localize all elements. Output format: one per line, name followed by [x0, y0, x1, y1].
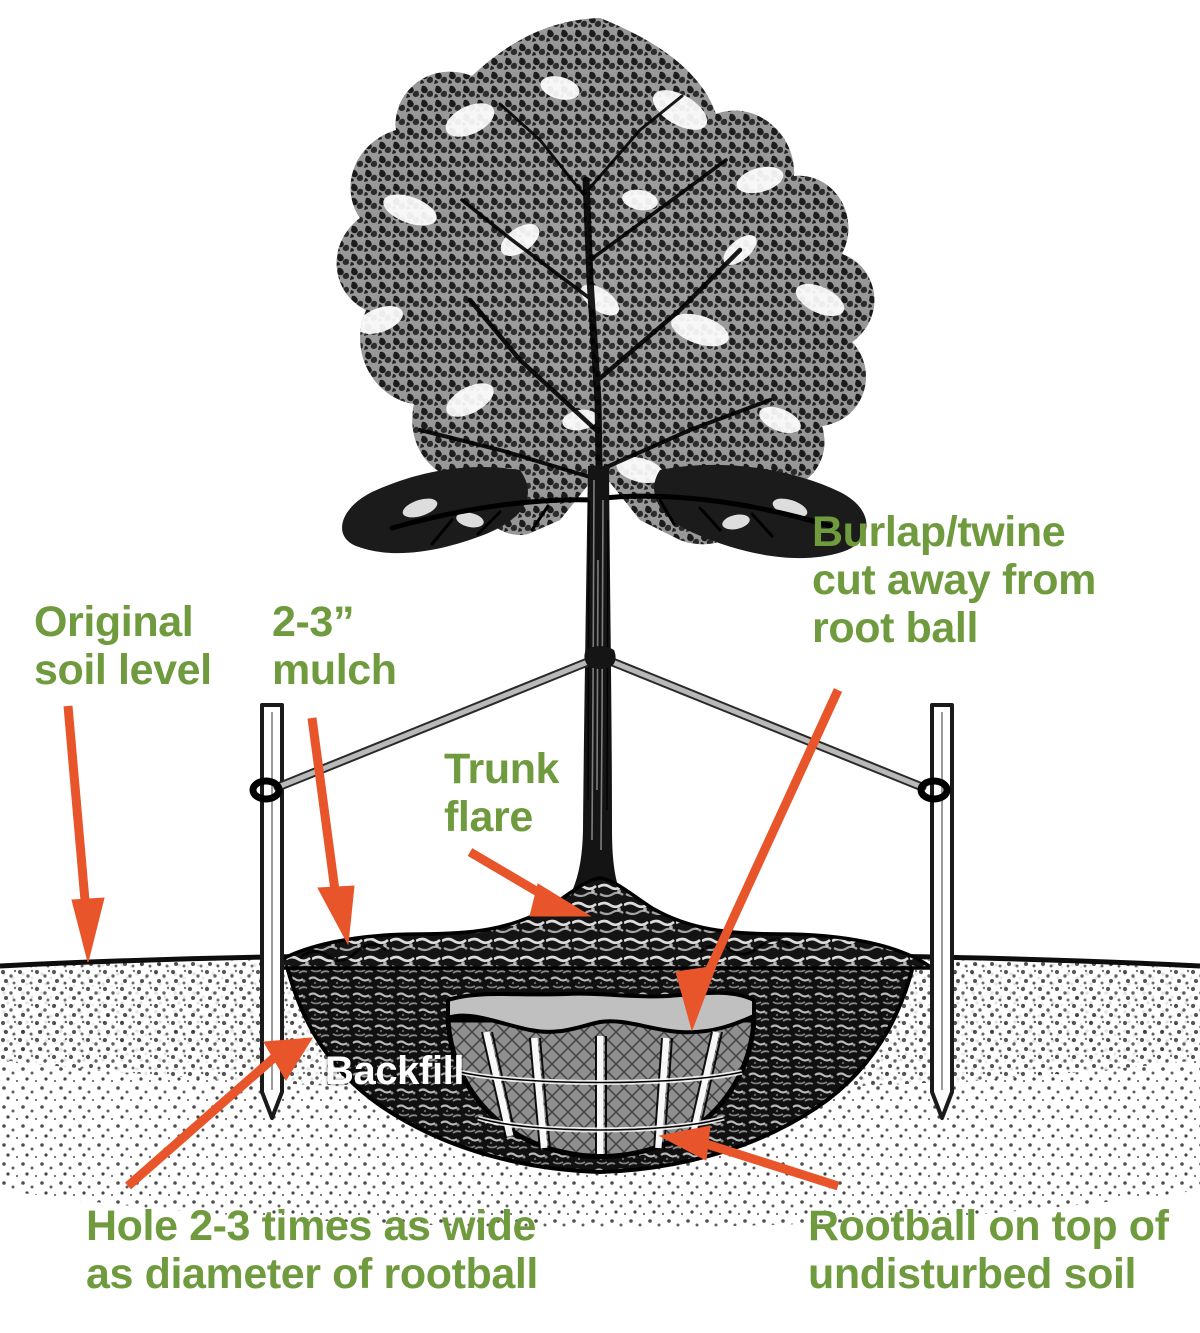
guy-wire-right [595, 652, 951, 803]
label-hole-width: Hole 2-3 times as wide as diameter of ro… [86, 1202, 538, 1299]
guy-wire-left [249, 652, 605, 803]
arrow-mulch [307, 717, 355, 946]
arrow-rootball-undisturbed [658, 1125, 840, 1191]
label-rootball-undisturbed: Rootball on top of undisturbed soil [808, 1202, 1169, 1299]
arrow-original-soil-level [63, 705, 105, 963]
label-original-soil-level: Original soil level [34, 598, 212, 695]
mulch-layer [262, 876, 938, 970]
root-ball [445, 990, 757, 1159]
callout-arrows [63, 688, 843, 1191]
stake-left [260, 703, 284, 1120]
label-trunk-flare: Trunk flare [444, 745, 560, 842]
label-mulch: 2-3” mulch [272, 598, 397, 695]
stake-right [930, 703, 954, 1120]
arrow-burlap-twine [675, 688, 843, 1032]
label-backfill: Backfill [325, 1049, 465, 1093]
trunk-collar [584, 646, 616, 669]
arrow-hole-width [125, 1037, 313, 1190]
arrow-trunk-flare [467, 848, 592, 917]
tree-trunk [486, 466, 700, 962]
label-burlap-twine: Burlap/twine cut away from root ball [812, 508, 1096, 653]
